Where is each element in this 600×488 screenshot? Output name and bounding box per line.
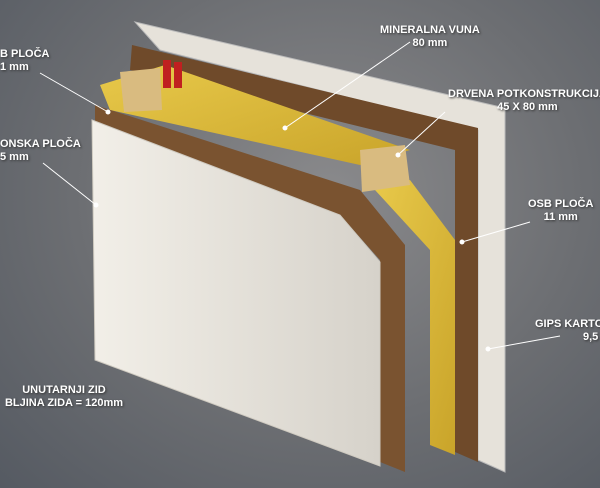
caption-title: UNUTARNJI ZID (22, 384, 106, 396)
label-size: 1 mm (0, 61, 29, 73)
label-size: 11 mm (543, 211, 578, 223)
label-name: MINERALNA VUNA (380, 24, 480, 36)
front-osb-board (95, 105, 405, 472)
stud-end (360, 145, 410, 192)
label-name: OSB PLOČA (528, 198, 594, 210)
mineral-wool-top (100, 65, 410, 165)
vertical-stud (375, 180, 455, 455)
front-gips-board (91, 119, 381, 467)
label-size: 45 X 80 mm (497, 101, 558, 113)
label-size: 9,5 (583, 331, 599, 343)
label-name: DRVENA POTKONSTRUKCIJA (448, 88, 600, 100)
pipe-icon (174, 62, 182, 88)
top-stud-end (120, 68, 162, 112)
label-name: ONSKA PLOČA (0, 138, 81, 150)
label-size: 80 mm (412, 37, 448, 49)
pipe-icon (163, 60, 171, 88)
label-name: B PLOČA (0, 48, 50, 60)
leader-lines (39, 41, 561, 352)
label-name: GIPS KARTON (535, 318, 600, 330)
caption-thickness: BLJINA ZIDA = 120mm (4, 397, 124, 409)
label-size: 5 mm (0, 151, 29, 163)
label-gips-right: GIPS KARTON9,5 (535, 318, 600, 344)
